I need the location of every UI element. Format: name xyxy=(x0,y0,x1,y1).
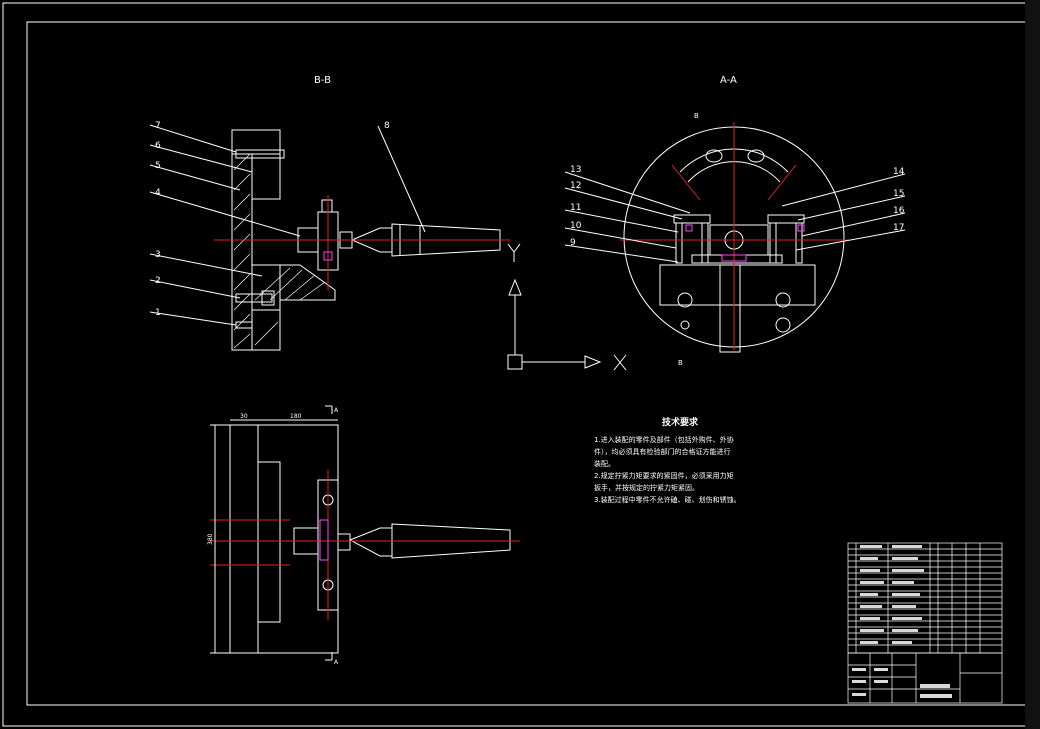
callout-15: 15 xyxy=(893,189,904,199)
callout-9: 9 xyxy=(570,238,576,248)
dim-180: 180 xyxy=(290,413,302,420)
view-bb xyxy=(214,129,510,351)
leaders-aa xyxy=(564,171,906,263)
callout-7: 7 xyxy=(155,121,161,131)
tech-line-2: 件），均必须具有检验部门的合格证方能进行 xyxy=(594,447,731,456)
view-aa xyxy=(620,122,850,353)
section-mark-top: A xyxy=(334,407,339,414)
callout-11: 11 xyxy=(570,203,581,213)
tech-line-3: 装配。 xyxy=(594,459,615,468)
tech-title: 技术要求 xyxy=(662,416,699,428)
callout-12: 12 xyxy=(570,181,581,191)
callout-2: 2 xyxy=(155,276,161,286)
view-plan xyxy=(210,405,520,661)
ucs-axis-icon xyxy=(507,243,627,371)
dim-30: 30 xyxy=(240,413,248,420)
section-mark-bottom: A xyxy=(334,659,339,666)
inner-frame xyxy=(26,21,1027,706)
tech-line-5: 扳手，并按规定的拧紧力矩紧固。 xyxy=(594,483,699,492)
aa-b-mark: B xyxy=(694,112,699,120)
callout-10: 10 xyxy=(570,221,582,231)
callout-17: 17 xyxy=(893,223,904,233)
tech-line-6: 3.装配过程中零件不允许磕、碰、划伤和锈蚀。 xyxy=(594,495,741,504)
callout-8: 8 xyxy=(384,121,390,131)
aa-b-mark-bottom: B xyxy=(678,359,683,367)
callout-16: 16 xyxy=(893,206,905,216)
scrollbar-track[interactable] xyxy=(1025,0,1040,729)
view-label-aa: A-A xyxy=(720,75,737,86)
callout-1: 1 xyxy=(155,308,161,318)
callout-3: 3 xyxy=(155,250,161,260)
tech-line-1: 1.进入装配的零件及部件（包括外购件、外协 xyxy=(594,435,734,444)
view-label-bb: B-B xyxy=(314,75,331,86)
callout-4: 4 xyxy=(155,188,161,198)
callout-5: 5 xyxy=(155,161,161,171)
hatching-bb xyxy=(233,153,326,349)
callout-13: 13 xyxy=(570,165,581,175)
tech-line-4: 2.规定拧紧力矩要求的紧固件，必须采用力矩 xyxy=(594,471,734,480)
callout-14: 14 xyxy=(893,167,905,177)
callout-6: 6 xyxy=(155,141,161,151)
title-block xyxy=(847,542,1003,704)
leaders-bb xyxy=(149,124,426,326)
dim-380: 380 xyxy=(207,533,214,545)
